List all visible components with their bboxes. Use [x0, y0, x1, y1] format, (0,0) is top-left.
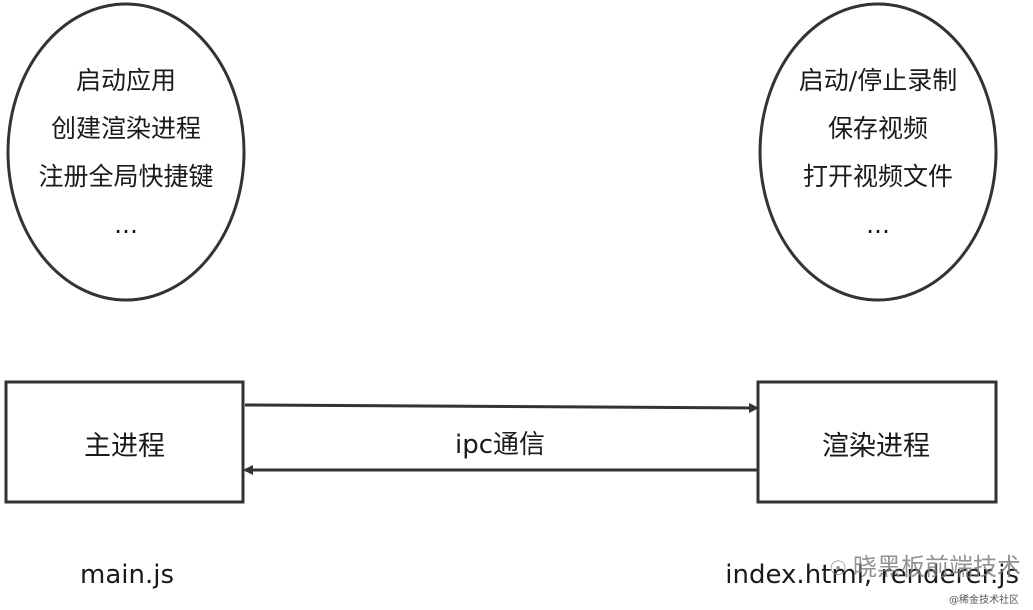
main-process-label: 主进程	[84, 431, 165, 462]
ipc-communication-label: ipc通信	[455, 430, 546, 460]
main-responsibility-item: 创建渲染进程	[50, 114, 201, 143]
main-process-file: main.js	[80, 560, 174, 590]
renderer-process-label: 渲染进程	[822, 431, 930, 462]
renderer-responsibilities-ellipse	[758, 2, 998, 302]
main-responsibility-item: ...	[114, 210, 138, 239]
main-process-box	[4, 380, 245, 504]
renderer-responsibility-item: ...	[866, 210, 890, 239]
watermark-text: 晓黑板前端技术	[853, 553, 1021, 581]
main-responsibilities-ellipse	[6, 2, 246, 302]
renderer-responsibilities-list: 启动/停止录制 保存视频 打开视频文件 ...	[768, 57, 988, 249]
arrow-main-to-renderer	[244, 402, 759, 413]
renderer-responsibility-item: 启动/停止录制	[798, 66, 958, 95]
watermark-sub: @稀金技术社区	[949, 595, 1019, 606]
wechat-icon: ☉	[829, 556, 847, 580]
renderer-responsibility-item: 打开视频文件	[802, 162, 953, 191]
main-responsibilities-list: 启动应用 创建渲染进程 注册全局快捷键 ...	[16, 57, 236, 249]
main-responsibility-item: 启动应用	[75, 66, 176, 95]
renderer-process-box	[756, 380, 998, 504]
watermark: ☉晓黑板前端技术	[829, 547, 1021, 582]
renderer-responsibility-item: 保存视频	[827, 114, 928, 143]
renderer-process-file: index.html, renderer.js	[725, 560, 1019, 590]
main-responsibility-item: 注册全局快捷键	[38, 162, 214, 191]
